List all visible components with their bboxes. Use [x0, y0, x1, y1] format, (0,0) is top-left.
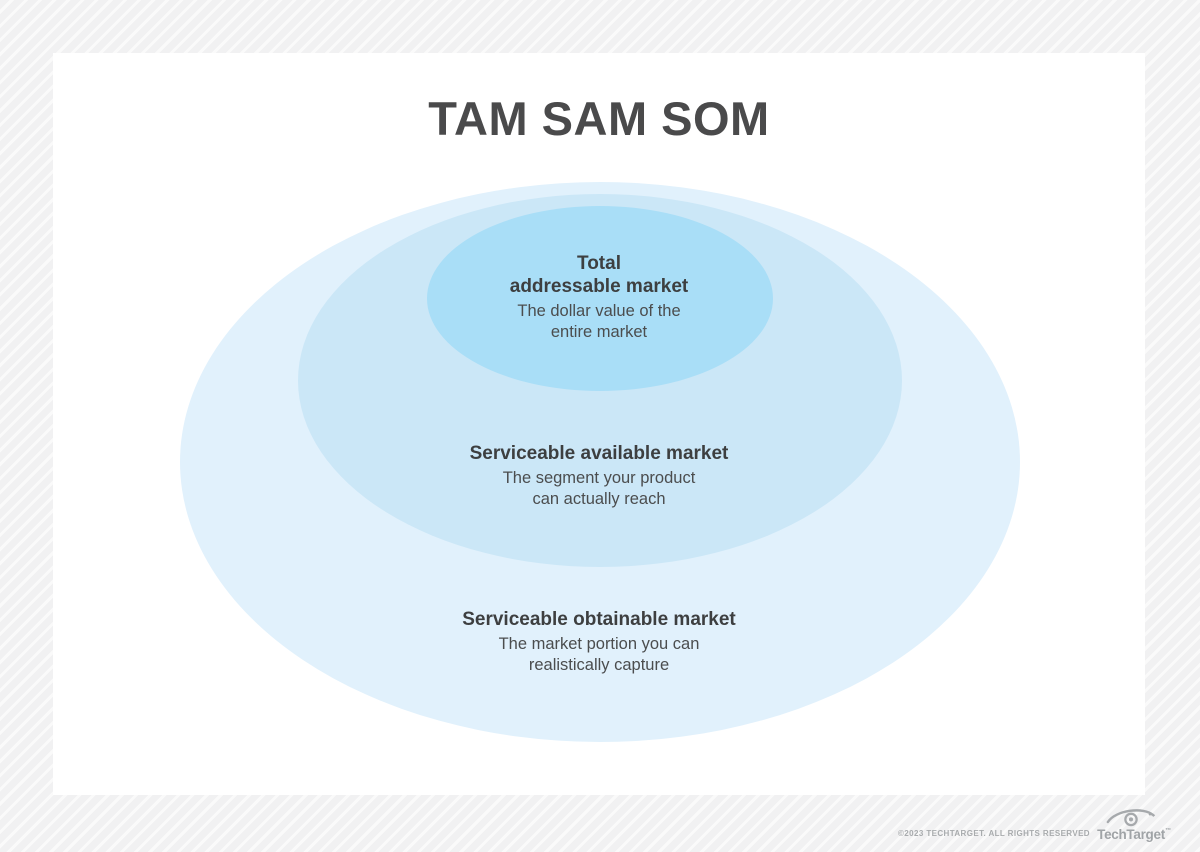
footer: ©2023 TECHTARGET. ALL RIGHTS RESERVED Te…: [898, 804, 1171, 842]
ring-heading: Serviceable available market: [469, 443, 729, 464]
copyright-text: ©2023 TECHTARGET. ALL RIGHTS RESERVED: [898, 829, 1090, 838]
trademark-symbol: ™: [1165, 828, 1171, 834]
ring-heading: Serviceable obtainable market: [462, 609, 736, 630]
page-title: TAM SAM SOM: [428, 92, 770, 145]
label-serviceable-available-market: Serviceable available market The segment…: [53, 442, 1145, 510]
ring-description: The segment your product can actually re…: [502, 469, 696, 508]
eye-target-icon: [1106, 809, 1156, 827]
label-total-addressable-market: Total addressable market The dollar valu…: [53, 252, 1145, 343]
ring-description: The dollar value of the entire market: [517, 302, 681, 341]
infographic-card: TAM SAM SOM Total addressable market The…: [53, 53, 1145, 795]
ring-description: The market portion you can realistically…: [498, 635, 700, 674]
ring-heading: Total addressable market: [509, 253, 689, 297]
logo-text: TechTarget: [1097, 827, 1165, 842]
label-serviceable-obtainable-market: Serviceable obtainable market The market…: [53, 608, 1145, 676]
ring-total-addressable-market: [427, 206, 773, 391]
